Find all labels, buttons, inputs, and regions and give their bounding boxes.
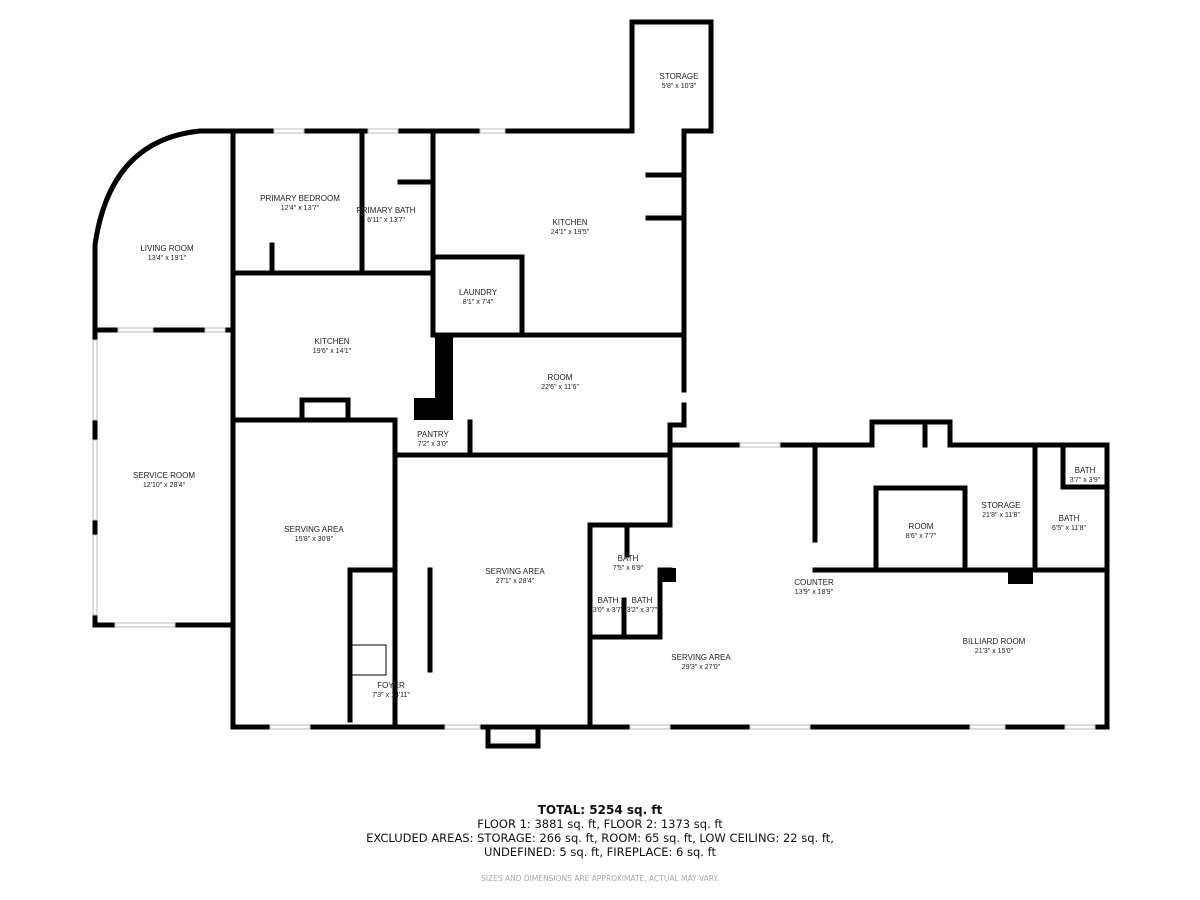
room-primary-bath: PRIMARY BATH 6'11" x 13'7" bbox=[356, 206, 415, 224]
svg-text:BATH: BATH bbox=[1059, 514, 1080, 523]
svg-text:BILLIARD ROOM: BILLIARD ROOM bbox=[963, 637, 1026, 646]
svg-text:8'6" x 7'7": 8'6" x 7'7" bbox=[906, 533, 937, 540]
svg-text:12'4" x 13'7": 12'4" x 13'7" bbox=[281, 205, 320, 212]
svg-text:PRIMARY BATH: PRIMARY BATH bbox=[356, 206, 415, 215]
svg-text:12'10" x 28'4": 12'10" x 28'4" bbox=[143, 482, 186, 489]
svg-text:LAUNDRY: LAUNDRY bbox=[459, 288, 498, 297]
svg-text:6'5" x 11'8": 6'5" x 11'8" bbox=[1052, 525, 1086, 532]
svg-text:3'0" x 3'7": 3'0" x 3'7" bbox=[593, 607, 624, 614]
svg-text:21'3" x 15'0": 21'3" x 15'0" bbox=[975, 648, 1014, 655]
room-bath-2: BATH 3'0" x 3'7" bbox=[593, 596, 624, 614]
svg-text:PANTRY: PANTRY bbox=[417, 430, 449, 439]
svg-text:ROOM: ROOM bbox=[909, 522, 934, 531]
disclaimer: SIZES AND DIMENSIONS ARE APPROXIMATE, AC… bbox=[480, 874, 719, 883]
excluded-areas-2: UNDEFINED: 5 sq. ft, FIREPLACE: 6 sq. ft bbox=[484, 845, 716, 859]
room-room-small: ROOM 8'6" x 7'7" bbox=[906, 522, 937, 540]
room-kitchen-upper: KITCHEN 24'1" x 19'5" bbox=[551, 218, 590, 236]
windows bbox=[92, 128, 1096, 730]
svg-text:LIVING ROOM: LIVING ROOM bbox=[140, 244, 194, 253]
floor-areas: FLOOR 1: 3881 sq. ft, FLOOR 2: 1373 sq. … bbox=[477, 817, 723, 831]
svg-text:BATH: BATH bbox=[632, 596, 653, 605]
room-bath-right: BATH 6'5" x 11'8" bbox=[1052, 514, 1086, 532]
svg-text:BATH: BATH bbox=[598, 596, 619, 605]
svg-text:8'1" x 7'4": 8'1" x 7'4" bbox=[463, 299, 494, 306]
svg-text:29'3" x 27'0": 29'3" x 27'0" bbox=[682, 664, 721, 671]
svg-text:PRIMARY BEDROOM: PRIMARY BEDROOM bbox=[260, 194, 340, 203]
svg-text:6'11" x 13'7": 6'11" x 13'7" bbox=[367, 217, 405, 224]
room-kitchen-lower: KITCHEN 19'6" x 14'1" bbox=[313, 337, 352, 355]
svg-text:ROOM: ROOM bbox=[548, 373, 573, 382]
svg-text:7'5" x 6'9": 7'5" x 6'9" bbox=[613, 565, 644, 572]
room-foyer: FOYER 7'3" x 14'11" bbox=[372, 681, 410, 699]
room-service-room: SERVICE ROOM 12'10" x 28'4" bbox=[133, 471, 195, 489]
svg-text:15'8" x 30'8": 15'8" x 30'8" bbox=[295, 536, 334, 543]
svg-text:7'3" x 14'11": 7'3" x 14'11" bbox=[372, 692, 410, 699]
room-serving-area-right: SERVING AREA 29'3" x 27'0" bbox=[671, 653, 731, 671]
svg-text:21'8" x 11'8": 21'8" x 11'8" bbox=[982, 512, 1020, 519]
svg-text:3'2" x 3'7": 3'2" x 3'7" bbox=[627, 607, 658, 614]
svg-text:KITCHEN: KITCHEN bbox=[552, 218, 587, 227]
room-pantry: PANTRY 7'2" x 3'0" bbox=[417, 430, 449, 448]
svg-text:27'1" x 28'4": 27'1" x 28'4" bbox=[496, 578, 535, 585]
svg-text:7'2" x 3'0": 7'2" x 3'0" bbox=[418, 441, 449, 448]
room-bath-1: BATH 7'5" x 6'9" bbox=[613, 554, 644, 572]
svg-text:BATH: BATH bbox=[618, 554, 639, 563]
svg-text:SERVING AREA: SERVING AREA bbox=[485, 567, 545, 576]
svg-text:FOYER: FOYER bbox=[377, 681, 405, 690]
room-living-room: LIVING ROOM 13'4" x 19'1" bbox=[140, 244, 194, 262]
svg-text:KITCHEN: KITCHEN bbox=[314, 337, 349, 346]
room-storage-right: STORAGE 21'8" x 11'8" bbox=[982, 501, 1021, 519]
room-primary-bedroom: PRIMARY BEDROOM 12'4" x 13'7" bbox=[260, 194, 340, 212]
walls bbox=[92, 19, 1110, 749]
room-labels: STORAGE 5'8" x 10'3" PRIMARY BEDROOM 12'4"… bbox=[133, 72, 1101, 699]
excluded-areas-1: EXCLUDED AREAS: STORAGE: 266 sq. ft, ROO… bbox=[366, 831, 834, 845]
svg-text:5'8" x 10'3": 5'8" x 10'3" bbox=[662, 83, 697, 90]
svg-text:SERVICE ROOM: SERVICE ROOM bbox=[133, 471, 195, 480]
svg-text:22'6" x 11'6": 22'6" x 11'6" bbox=[541, 384, 579, 391]
area-summary: TOTAL: 5254 sq. ft FLOOR 1: 3881 sq. ft,… bbox=[0, 803, 1200, 886]
svg-text:3'7" x 3'9": 3'7" x 3'9" bbox=[1070, 477, 1101, 484]
svg-text:STORAGE: STORAGE bbox=[982, 501, 1021, 510]
room-counter: COUNTER 13'9" x 18'9" bbox=[794, 578, 834, 596]
room-bath-3: BATH 3'2" x 3'7" bbox=[627, 596, 658, 614]
room-serving-area-left: SERVING AREA 15'8" x 30'8" bbox=[284, 525, 344, 543]
room-laundry: LAUNDRY 8'1" x 7'4" bbox=[459, 288, 498, 306]
svg-text:SERVING AREA: SERVING AREA bbox=[671, 653, 731, 662]
room-room: ROOM 22'6" x 11'6" bbox=[541, 373, 579, 391]
svg-text:13'4" x 19'1": 13'4" x 19'1" bbox=[148, 255, 187, 262]
svg-text:24'1" x 19'5": 24'1" x 19'5" bbox=[551, 229, 590, 236]
svg-text:13'9" x 18'9": 13'9" x 18'9" bbox=[795, 589, 834, 596]
svg-text:STORAGE: STORAGE bbox=[660, 72, 699, 81]
svg-text:SERVING AREA: SERVING AREA bbox=[284, 525, 344, 534]
svg-text:COUNTER: COUNTER bbox=[794, 578, 834, 587]
total-area: TOTAL: 5254 sq. ft bbox=[537, 803, 663, 817]
room-billiard-room: BILLIARD ROOM 21'3" x 15'0" bbox=[963, 637, 1026, 655]
room-storage-top: STORAGE 5'8" x 10'3" bbox=[660, 72, 699, 90]
room-serving-area-center: SERVING AREA 27'1" x 28'4" bbox=[485, 567, 545, 585]
room-bath-small: BATH 3'7" x 3'9" bbox=[1070, 466, 1101, 484]
svg-text:19'6" x 14'1": 19'6" x 14'1" bbox=[313, 348, 352, 355]
svg-text:BATH: BATH bbox=[1075, 466, 1096, 475]
